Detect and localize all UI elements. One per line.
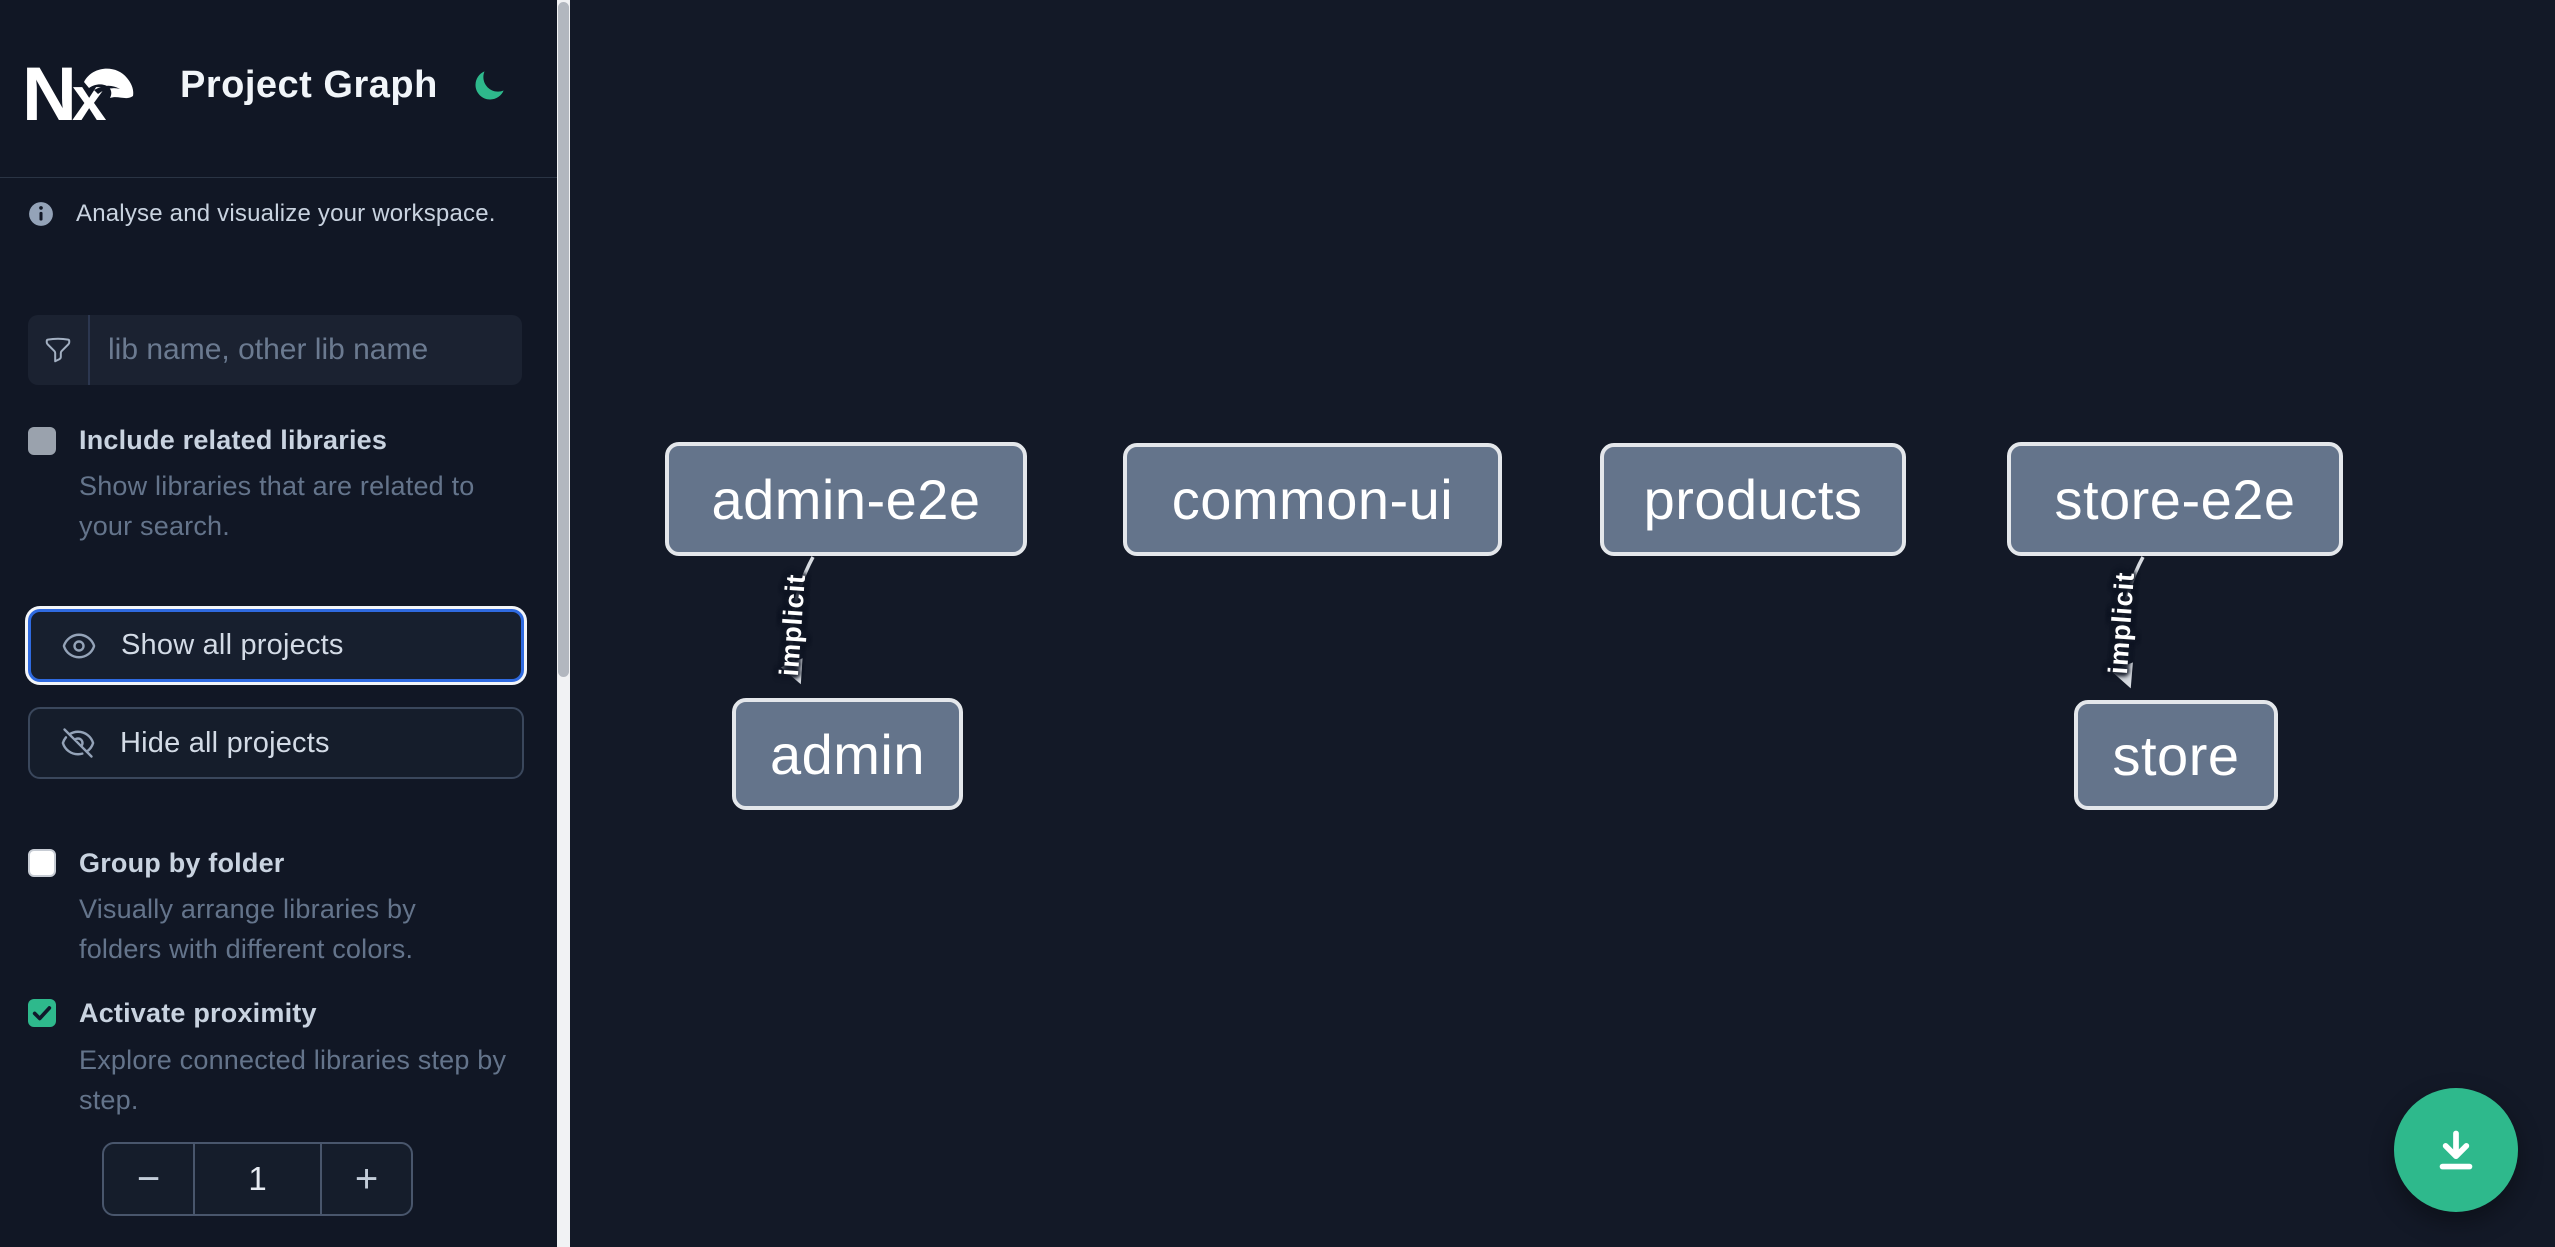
show-all-projects-button[interactable]: Show all projects (28, 609, 524, 682)
hide-all-projects-label: Hide all projects (120, 726, 330, 759)
stepper-value: 1 (248, 1160, 267, 1197)
funnel-icon (28, 315, 90, 385)
download-icon (2439, 1130, 2473, 1170)
project-node-store[interactable]: store (2074, 700, 2278, 810)
proximity-stepper: − 1 + (102, 1142, 413, 1216)
option-desc-include-related: Show libraries that are related to your … (79, 471, 475, 541)
moon-icon[interactable] (468, 66, 510, 108)
download-image-button[interactable] (2394, 1088, 2518, 1212)
page-title: Project Graph (180, 64, 438, 106)
workspace-info: Analyse and visualize your workspace. (28, 200, 528, 228)
sidebar: N x Project Graph Analyse and visualize … (0, 0, 557, 1247)
svg-text:N: N (26, 52, 77, 132)
hide-all-projects-button[interactable]: Hide all projects (28, 707, 524, 779)
check-icon (32, 1006, 52, 1021)
checkbox-group-by-folder[interactable] (28, 849, 56, 877)
option-desc-group-by-folder: Visually arrange libraries by folders wi… (79, 894, 416, 964)
option-label-activate-proximity: Activate proximity (79, 998, 317, 1028)
nx-logo: N x (26, 52, 134, 132)
search-box (28, 315, 522, 385)
info-icon (29, 202, 53, 226)
project-node-store-e2e[interactable]: store-e2e (2007, 442, 2343, 556)
project-node-admin[interactable]: admin (732, 698, 963, 810)
option-label-group-by-folder: Group by folder (79, 848, 285, 878)
header-divider (0, 177, 557, 178)
graph-canvas[interactable] (570, 0, 2555, 1247)
sidebar-scrollbar-track[interactable] (557, 0, 570, 1247)
option-desc-activate-proximity: Explore connected libraries step by step… (79, 1045, 507, 1115)
decrement-button[interactable]: − (104, 1144, 195, 1214)
project-node-admin-e2e[interactable]: admin-e2e (665, 442, 1027, 556)
eye-off-icon (61, 728, 95, 758)
project-node-common-ui[interactable]: common-ui (1123, 443, 1502, 556)
option-label-include-related: Include related libraries (79, 425, 388, 455)
eye-icon (62, 633, 96, 658)
checkbox-activate-proximity[interactable] (28, 999, 56, 1027)
increment-button[interactable]: + (320, 1144, 411, 1214)
checkbox-include-related[interactable] (28, 427, 56, 455)
project-node-products[interactable]: products (1600, 443, 1906, 556)
sidebar-scrollbar-thumb[interactable] (558, 2, 569, 677)
show-all-projects-label: Show all projects (121, 629, 344, 661)
search-input[interactable] (90, 315, 522, 385)
info-text: Analyse and visualize your workspace. (76, 200, 496, 227)
